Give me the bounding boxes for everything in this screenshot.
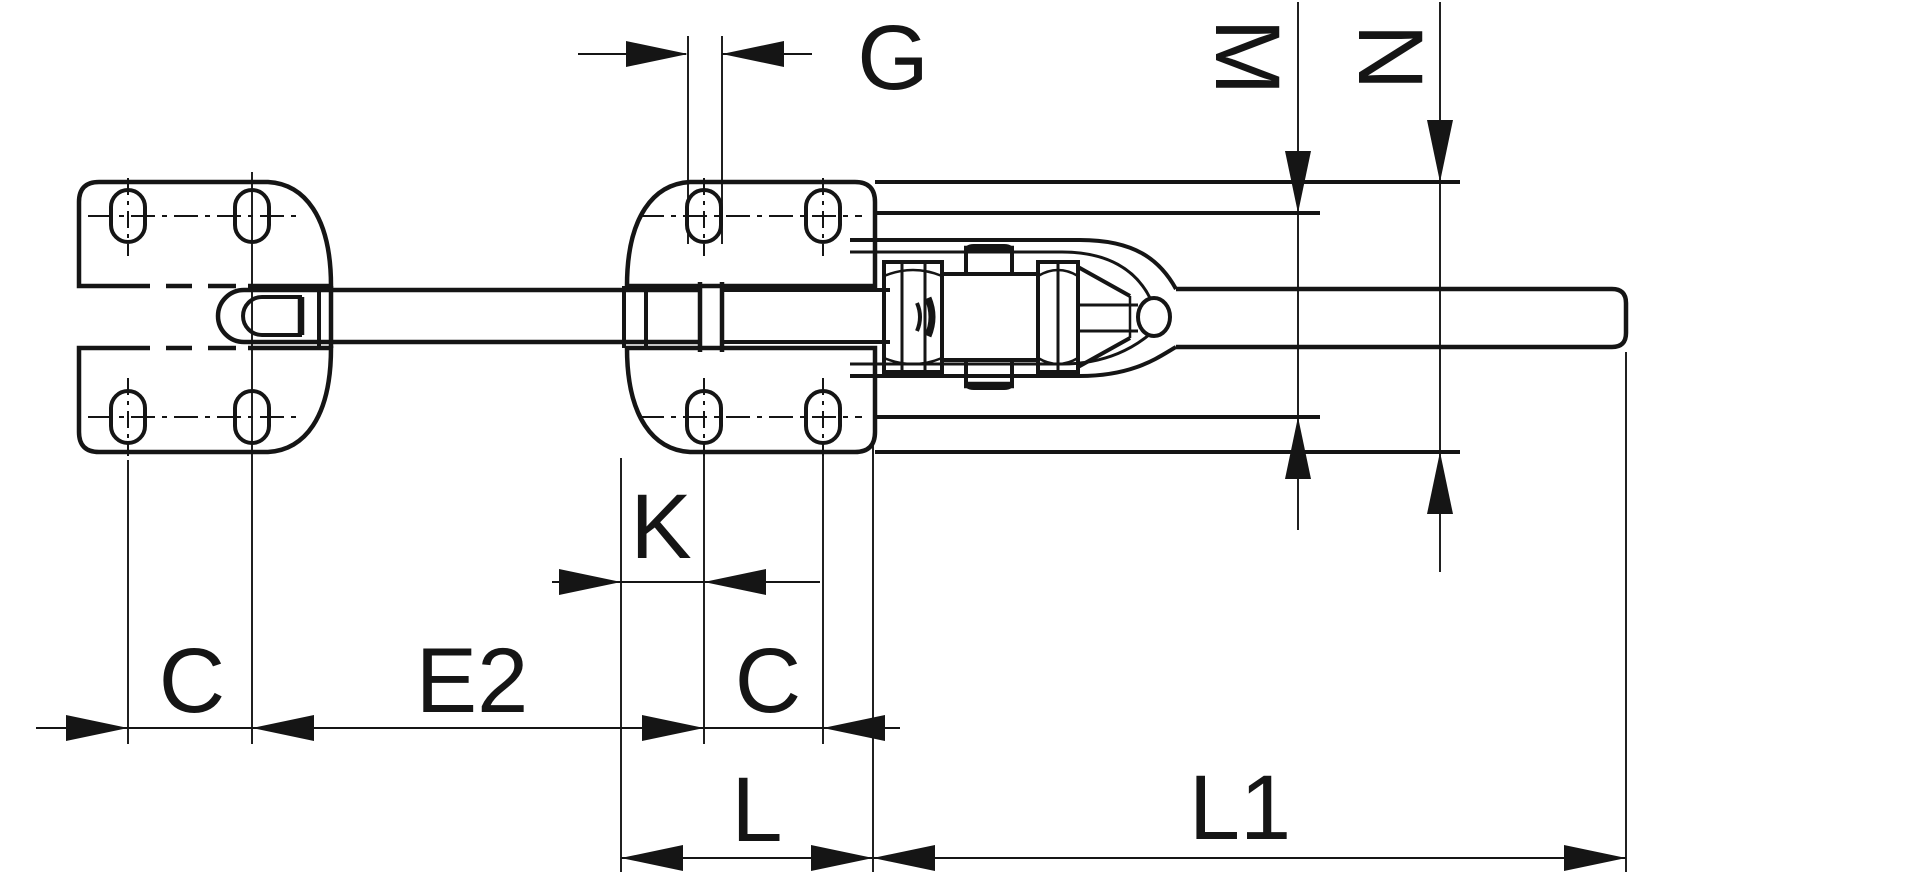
arrowhead-up-icon [1427, 452, 1453, 514]
pull-rod [1176, 286, 1629, 350]
dim-label-c-left: C [159, 630, 225, 732]
left-bracket-bottom-plate [76, 345, 334, 455]
dimension-row-l-l1: L L1 [621, 757, 1626, 871]
arrowhead-left-icon [704, 569, 766, 595]
arrowhead-left-icon [823, 715, 885, 741]
arrowhead-right-icon [626, 41, 688, 67]
extension-lines [127, 36, 1627, 872]
arrowhead-right-icon [66, 715, 128, 741]
hex-nut-left [882, 260, 944, 374]
arrowhead-right-icon [642, 715, 704, 741]
dim-label-c-center: C [735, 630, 801, 732]
dim-label-l: L [731, 759, 782, 861]
dim-label-m: M [1196, 19, 1298, 96]
cone-top [1077, 265, 1131, 298]
yoke-nose-ring [1136, 296, 1172, 338]
arrowhead-right-icon [811, 845, 873, 871]
hex-nut-chamfer [1037, 268, 1079, 278]
hidden-line-gap [150, 280, 166, 292]
clamp-body-rails [875, 180, 1460, 454]
center-bracket-bottom-plate [624, 345, 878, 455]
arrowhead-left-icon [873, 845, 935, 871]
yoke-outer-bottom [850, 345, 1177, 378]
rod-eye-outer [215, 287, 306, 345]
hex-nut-chamfer [883, 356, 943, 366]
arrowhead-right-icon [559, 569, 621, 595]
arrowhead-right-icon [1564, 845, 1626, 871]
hex-nut-chamfer [1037, 356, 1079, 366]
arrowhead-left-icon [621, 845, 683, 871]
yoke-inner-top [850, 250, 1152, 299]
hidden-line-gap [192, 342, 208, 354]
left-mounting-bracket [76, 178, 334, 456]
thread-shadow [924, 296, 936, 338]
dimension-m: M [1196, 2, 1311, 530]
cone-bottom [1077, 336, 1131, 369]
dim-label-n: N [1339, 24, 1441, 90]
dimension-row-c-e2-c: C E2 C [36, 630, 900, 741]
hidden-line-gap [150, 342, 166, 354]
dim-label-l1: L1 [1189, 757, 1291, 859]
hex-nut-chamfer [883, 268, 943, 278]
yoke-outer-top [850, 238, 1178, 290]
arrowhead-left-icon [252, 715, 314, 741]
hidden-line-gap [236, 342, 248, 354]
arrowhead-down-icon [1285, 151, 1311, 213]
dim-label-g: G [857, 7, 929, 109]
arrowhead-down-icon [1427, 120, 1453, 182]
turnbuckle-assembly [722, 238, 1178, 390]
dimension-n: N [1339, 2, 1453, 572]
center-mounting-bracket [622, 178, 878, 456]
dim-label-e2: E2 [416, 630, 529, 732]
dimension-g: G [578, 7, 929, 109]
rod-eye-hole [241, 295, 302, 337]
left-bracket-top-plate [76, 179, 334, 289]
dim-label-k: K [630, 476, 691, 578]
latch-rod-and-eye [215, 286, 700, 348]
thread-shadow [915, 302, 922, 332]
center-bracket-top-plate [624, 179, 878, 289]
arrowhead-left-icon [722, 41, 784, 67]
dimension-k: K [552, 476, 820, 595]
arrowhead-up-icon [1285, 417, 1311, 479]
hidden-line-gap [192, 280, 208, 292]
